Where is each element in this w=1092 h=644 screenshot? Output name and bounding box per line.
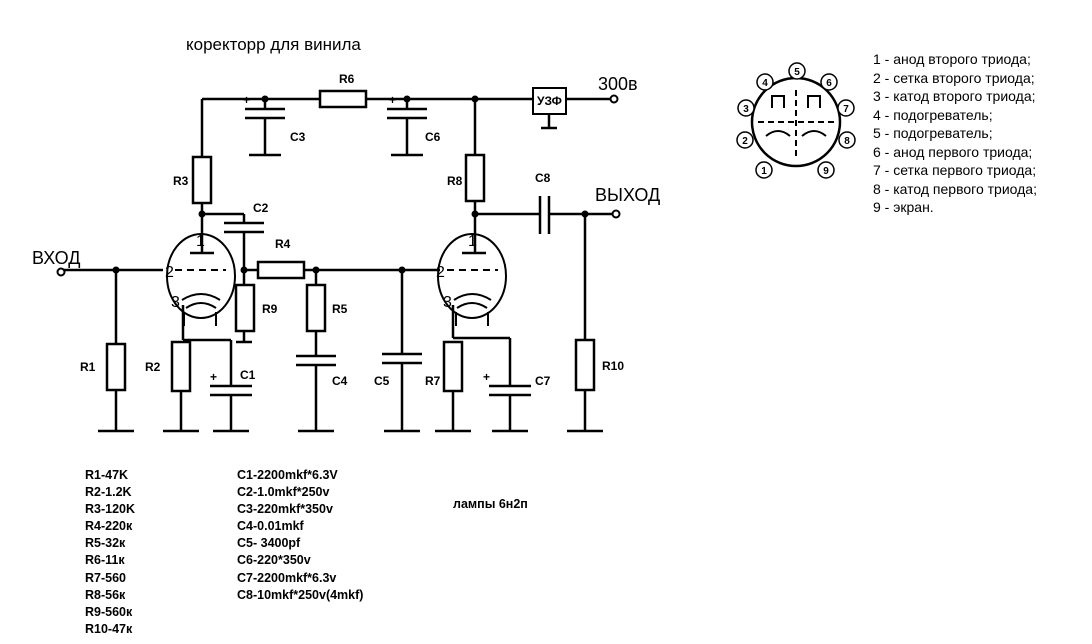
pinout-item: 9 - экран.: [873, 199, 934, 215]
label-R5: R5: [332, 302, 348, 316]
resistor-value: R5-32к: [85, 536, 126, 551]
tubes-note: лампы 6н2п: [453, 497, 528, 511]
resistor-value: R6-11к: [85, 553, 125, 568]
resistor-value: R8-56к: [85, 587, 126, 602]
input-label: ВХОД: [32, 248, 80, 268]
resistor-R7: [442, 340, 464, 393]
socket-pin-1: 1: [761, 166, 767, 177]
pinout-item: 5 - подогреватель;: [873, 125, 993, 141]
pinout-legend: 1 - анод второго триода; 2 - сетка второ…: [873, 50, 1037, 217]
pinout-item: 8 - катод первого триода;: [873, 180, 1037, 197]
tube2-pin-2: 2: [436, 264, 445, 281]
plus-C6: +: [389, 93, 396, 107]
plus-C7: +: [483, 370, 490, 384]
resistor-R3: [191, 155, 213, 205]
socket-pin-4: 4: [762, 78, 768, 89]
input-terminal: [56, 267, 66, 277]
label-C5: C5: [374, 374, 390, 388]
capacitor-value: C2-1.0mkf*250v: [237, 485, 330, 500]
socket-pin-6: 6: [826, 78, 832, 89]
output-label: ВЫХОД: [595, 185, 660, 205]
resistor-R5: [305, 283, 327, 333]
resistor-value: R1-47K: [85, 468, 129, 482]
resistor-R8: [464, 153, 486, 203]
label-R8: R8: [447, 174, 463, 188]
supply-label: 300в: [598, 74, 638, 94]
label-C3: C3: [290, 130, 306, 144]
socket-pin-7: 7: [843, 104, 849, 115]
tube1-pin-1: 1: [196, 233, 205, 250]
socket-pin-8: 8: [844, 136, 850, 147]
tube2-pin-3: 3: [443, 294, 452, 311]
capacitor-value: C5- 3400pf: [237, 536, 301, 551]
output-terminal: [611, 209, 621, 219]
tube2-pin-1: 1: [468, 233, 477, 250]
resistor-R2: [170, 340, 192, 393]
capacitor-value: C3-220mkf*350v: [237, 502, 333, 517]
resistor-R1: [105, 342, 127, 392]
label-R1: R1: [80, 360, 96, 374]
capacitor-value: C7-2200mkf*6.3v: [237, 570, 337, 585]
label-R2: R2: [145, 360, 161, 374]
tube-1: [166, 233, 236, 319]
pinout-item: 4 - подогреватель;: [873, 106, 993, 123]
label-R3: R3: [173, 174, 189, 188]
capacitor-value: C6-220*350v: [237, 553, 311, 568]
label-R10: R10: [602, 359, 624, 373]
capacitor-value: C8-10mkf*250v(4mkf): [237, 587, 364, 602]
pinout-item: 6 - анод первого триода;: [873, 143, 1033, 160]
resistor-R6: [318, 89, 368, 109]
label-R9: R9: [262, 302, 278, 316]
label-C8: C8: [535, 171, 551, 185]
pinout-item: 7 - сетка первого триода;: [873, 162, 1037, 178]
plus-C3: +: [243, 93, 250, 107]
resistor-R10: [574, 338, 596, 392]
tube-2: [437, 233, 507, 319]
schematic-title: коректорр для винила: [186, 35, 361, 54]
resistor-value: R3-120K: [85, 502, 136, 517]
capacitor-value: C4-0.01mkf: [237, 519, 304, 534]
socket-pin-5: 5: [794, 67, 800, 78]
pinout-item: 2 - сетка второго триода;: [873, 69, 1035, 86]
resistor-value: R7-560: [85, 570, 126, 585]
resistor-value: R9-560к: [85, 604, 133, 619]
pinout-item: 1 - анод второго триода;: [873, 51, 1031, 67]
label-R7: R7: [425, 374, 441, 388]
capacitor-value-list: C1-2200mkf*6.3V C2-1.0mkf*250v C3-220mkf…: [237, 467, 363, 604]
label-C7: C7: [535, 374, 551, 388]
resistor-value: R10-47к: [85, 621, 133, 636]
label-C2: C2: [253, 201, 269, 215]
label-C1: C1: [240, 368, 256, 382]
socket-pin-3: 3: [743, 104, 749, 115]
socket-pin-2: 2: [742, 136, 748, 147]
plus-C1: +: [210, 370, 217, 384]
resistor-value-list: R1-47K R2-1.2K R3-120K R4-220к R5-32к R6…: [85, 467, 135, 638]
tube-socket-diagram: [736, 62, 856, 179]
tube1-pin-3: 3: [171, 294, 180, 311]
supply-terminal: [609, 94, 619, 104]
resistor-value: R4-220к: [85, 519, 133, 534]
capacitor-value: C1-2200mkf*6.3V: [237, 468, 338, 482]
tube1-pin-2: 2: [165, 264, 174, 281]
pinout-item: 3 - катод второго триода;: [873, 88, 1036, 104]
label-R6: R6: [339, 72, 355, 86]
label-C4: C4: [332, 374, 348, 388]
filter-label: УЗФ: [537, 94, 562, 108]
socket-pin-9: 9: [823, 166, 829, 177]
resistor-R9: [234, 283, 256, 333]
label-R4: R4: [275, 237, 291, 251]
resistor-R4: [256, 260, 306, 280]
label-C6: C6: [425, 130, 441, 144]
resistor-value: R2-1.2K: [85, 485, 132, 500]
